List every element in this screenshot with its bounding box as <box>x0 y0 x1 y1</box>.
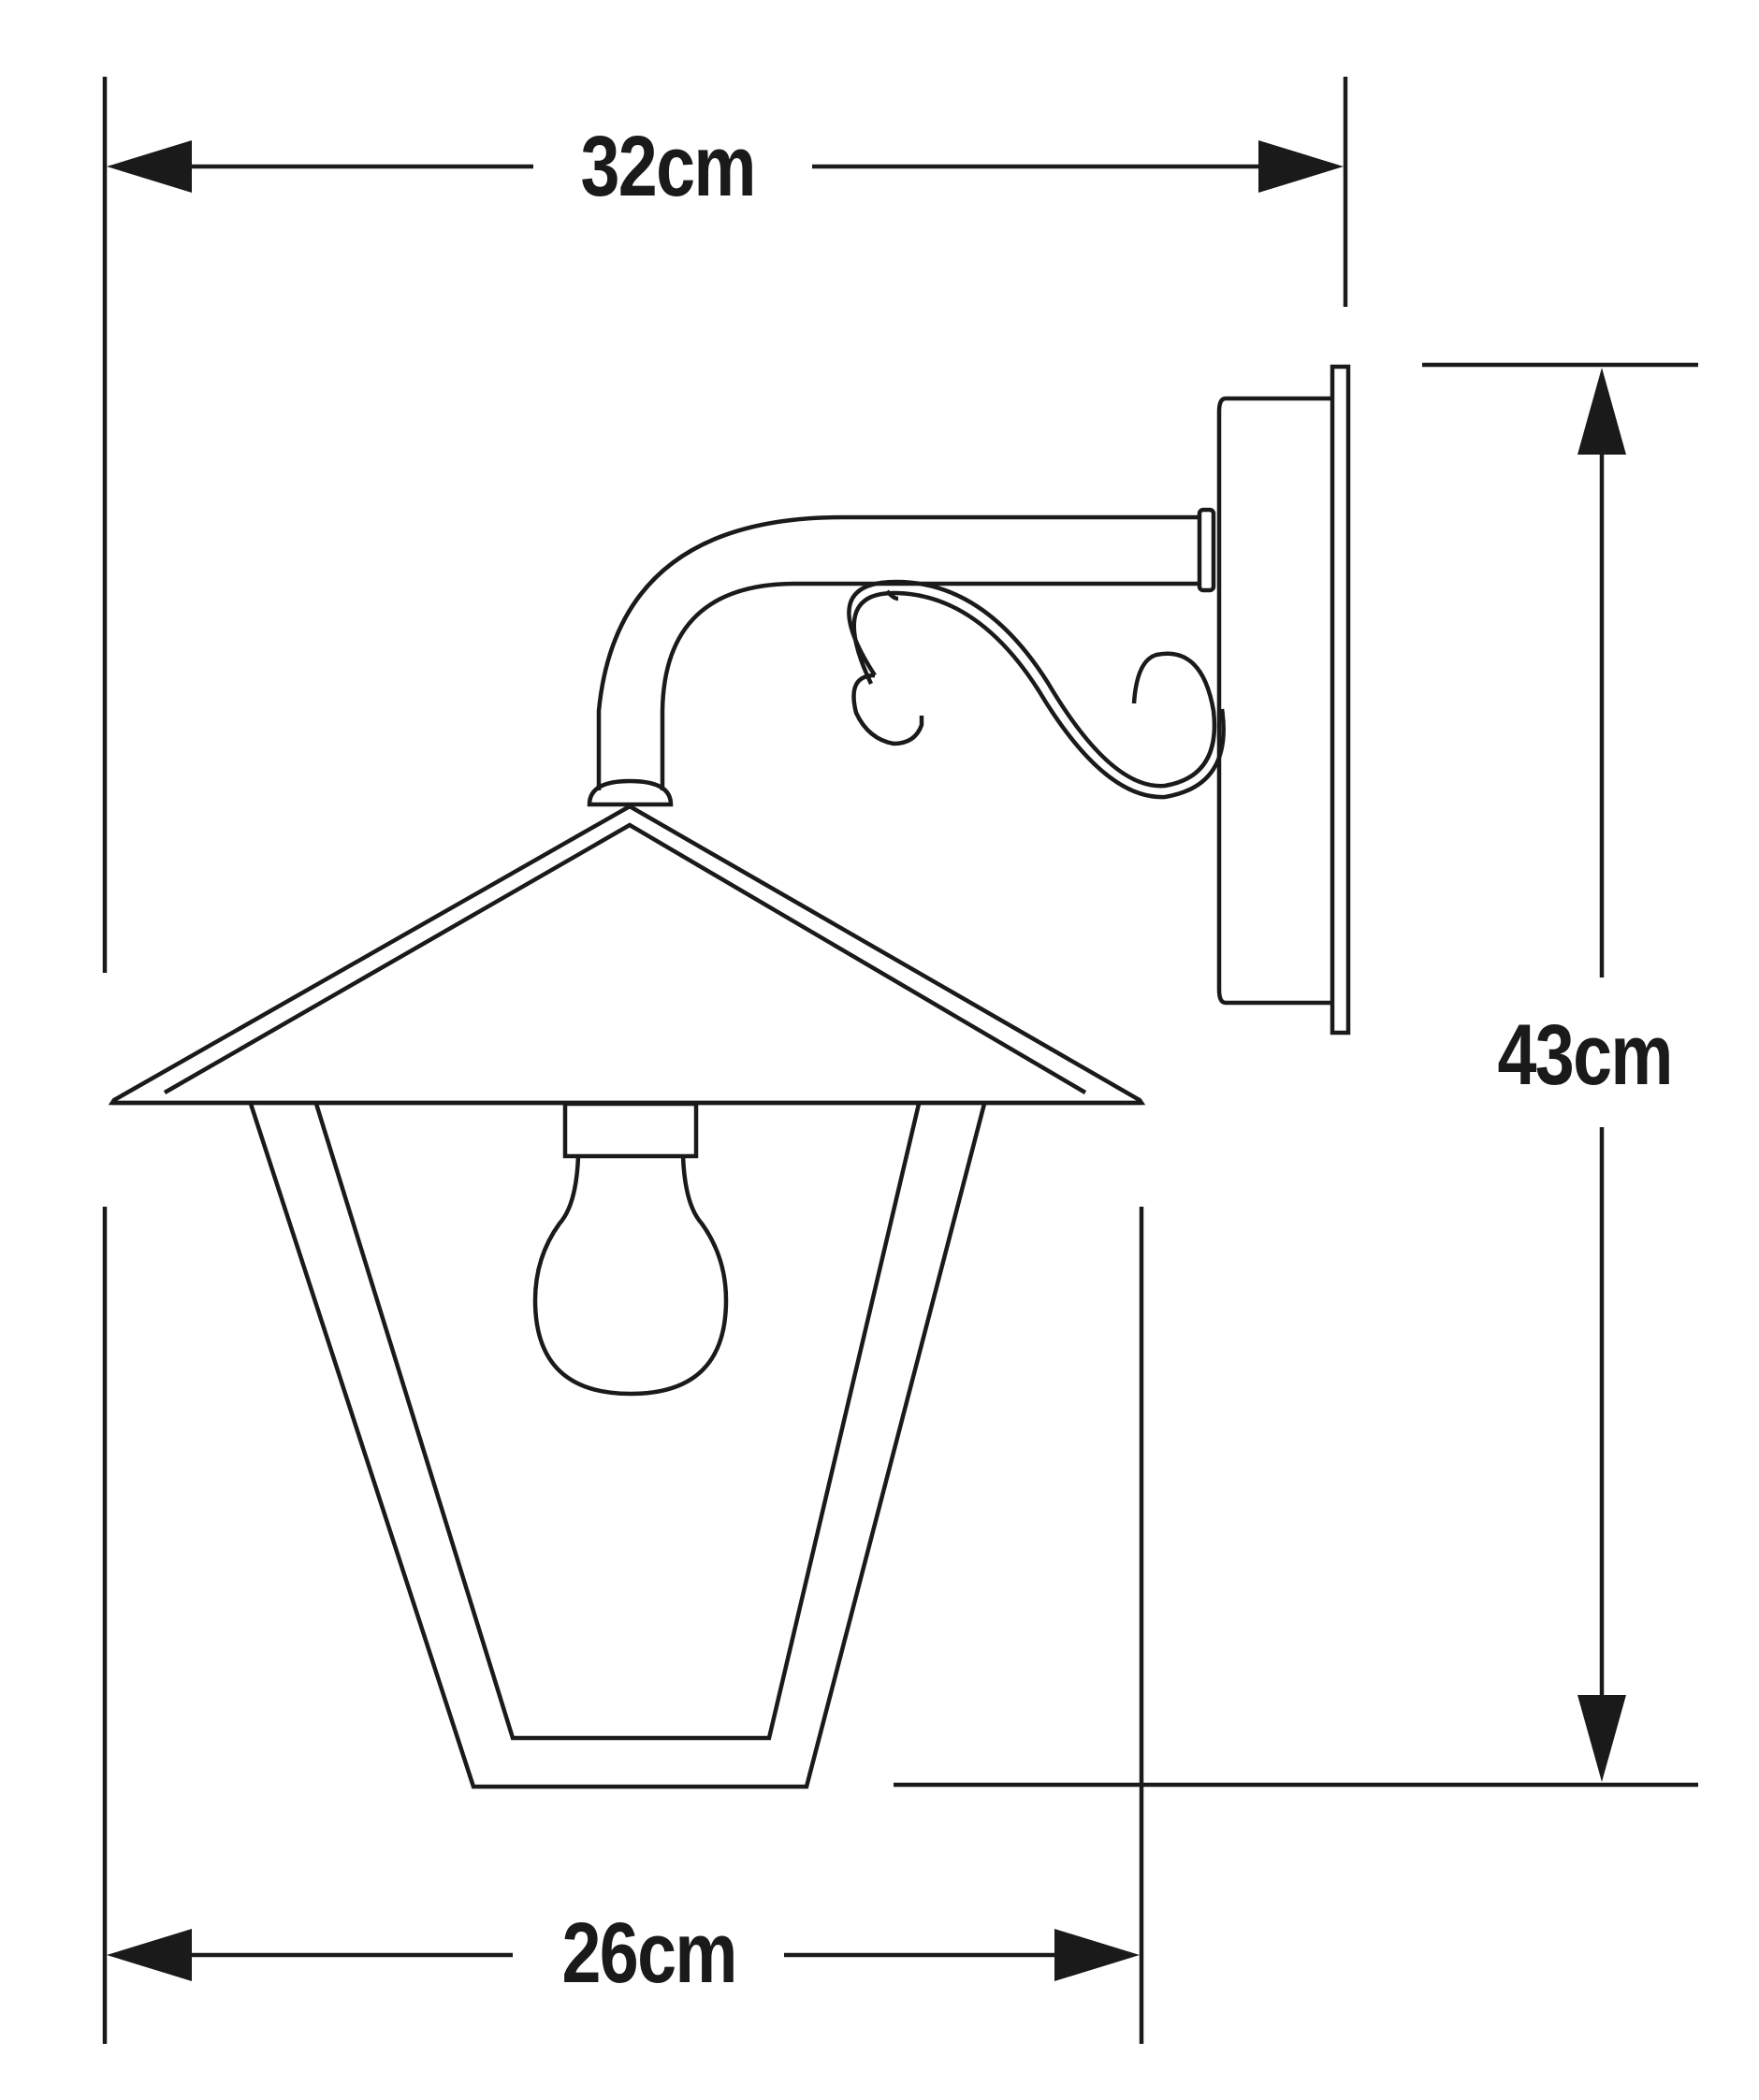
lantern-frame-inner <box>313 1103 922 1741</box>
arm-lower-edge <box>660 581 1199 790</box>
roof-outer <box>108 804 1146 1106</box>
wall-plate-box <box>1216 396 1332 1006</box>
lantern-frame-outer <box>248 1103 987 1789</box>
arrow-right-icon <box>1054 1929 1140 1981</box>
dimension-height <box>894 362 1698 1788</box>
lantern-roof <box>108 778 1146 1106</box>
lantern-width-label: 26cm <box>561 1905 737 2001</box>
lantern-arm <box>596 507 1226 800</box>
bulb-socket <box>562 1101 699 1159</box>
roof-finial <box>587 778 674 807</box>
arrow-left-icon <box>107 1929 192 1981</box>
arrow-left-icon <box>107 140 192 193</box>
arrow-up-icon <box>1577 368 1626 455</box>
arm-collar <box>1197 507 1216 593</box>
scroll-junction <box>885 589 899 601</box>
dimension-overall-width <box>102 77 1348 973</box>
lantern-body <box>248 1101 987 1789</box>
wall-plate <box>1216 364 1351 1036</box>
arrow-down-icon <box>1577 1695 1626 1782</box>
scroll-main-curve <box>847 579 1217 789</box>
overall-width-label: 32cm <box>580 119 756 214</box>
arrow-right-icon <box>1258 140 1344 193</box>
scroll-main-curve-inner <box>851 590 1226 800</box>
light-bulb-icon <box>532 1155 729 1397</box>
wall-plate-face <box>1330 364 1351 1036</box>
height-label: 43cm <box>1497 1007 1673 1103</box>
arm-upper-edge <box>596 514 1199 790</box>
dimension-lantern-width <box>102 1207 1144 2044</box>
scroll-left-curl <box>851 673 924 746</box>
roof-inner-edge <box>163 822 1087 1094</box>
